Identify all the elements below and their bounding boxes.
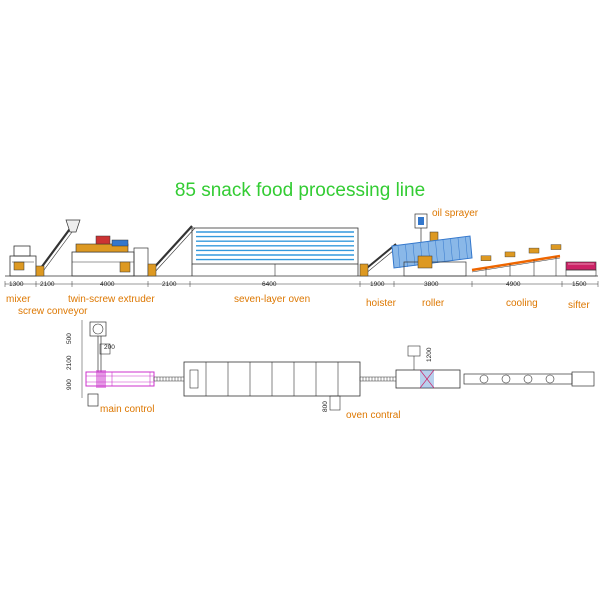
dim-mixer: 1300 bbox=[9, 281, 24, 288]
dim-screw-conveyor: 2100 bbox=[40, 281, 55, 288]
dim-roller: 3800 bbox=[424, 281, 439, 288]
sifter-machine bbox=[565, 261, 597, 277]
label-twin-screw-extruder: twin-screw extruder bbox=[68, 294, 155, 305]
roller-stripe bbox=[405, 244, 408, 268]
dim-plan-1200: 1200 bbox=[426, 347, 433, 362]
label-screw-conveyor: screw conveyor bbox=[18, 306, 88, 317]
dim-sifter: 1500 bbox=[572, 281, 587, 288]
label-hoister: hoister bbox=[366, 298, 397, 309]
plan-cooling bbox=[463, 371, 595, 387]
cooling-fan bbox=[504, 251, 516, 258]
mixer-machine bbox=[9, 245, 37, 277]
dim-plan-2100: 2100 bbox=[66, 355, 73, 370]
roller-stripe bbox=[442, 239, 446, 263]
dim-extruder: 4000 bbox=[100, 281, 115, 288]
roller-stripe bbox=[465, 236, 468, 260]
roller-stripe bbox=[435, 240, 438, 264]
diagram-title: 85 snack food processing line bbox=[174, 180, 426, 201]
roller-machine bbox=[391, 235, 473, 277]
label-roller: roller bbox=[422, 298, 445, 309]
label-mixer: mixer bbox=[6, 294, 31, 305]
screw-conveyor-machine bbox=[35, 219, 81, 277]
dim-plan-900: 900 bbox=[66, 379, 73, 390]
fan-circle bbox=[545, 374, 555, 384]
plan-roller bbox=[395, 345, 461, 389]
dim-plan-200: 200 bbox=[104, 344, 115, 351]
cooling-fan bbox=[550, 244, 562, 250]
label-seven-layer-oven: seven-layer oven bbox=[234, 294, 311, 305]
feed-conveyor-machine bbox=[147, 225, 196, 277]
fan-circle bbox=[501, 374, 511, 384]
twin-screw-extruder-machine bbox=[71, 235, 149, 277]
seven-layer-oven-machine bbox=[191, 227, 359, 276]
cooling-conveyor-machine bbox=[471, 244, 562, 276]
label-cooling: cooling bbox=[506, 298, 538, 309]
cooling-fan bbox=[480, 255, 492, 261]
dim-plan-800: 800 bbox=[322, 401, 329, 412]
dim-feed-conveyor: 2100 bbox=[162, 281, 177, 288]
cooling-fan bbox=[528, 247, 540, 254]
label-oil-sprayer: oil sprayer bbox=[432, 208, 479, 219]
plan-main-control-box bbox=[87, 393, 99, 407]
label-sifter: sifter bbox=[568, 300, 590, 311]
roller-stripe bbox=[450, 238, 453, 262]
plan-mixer bbox=[89, 321, 111, 372]
dim-plan-500: 500 bbox=[66, 333, 73, 344]
plan-oven-control-box bbox=[329, 395, 341, 411]
dim-hoister: 1900 bbox=[370, 281, 385, 288]
fan-circle bbox=[479, 374, 489, 384]
roller-stripe bbox=[457, 237, 461, 261]
plan-extruder bbox=[85, 370, 155, 388]
dim-oven: 6400 bbox=[262, 281, 277, 288]
dim-cooling: 4900 bbox=[506, 281, 521, 288]
plan-oven bbox=[183, 361, 361, 397]
fan-circle bbox=[523, 374, 533, 384]
label-oven-control: oven contral bbox=[346, 410, 401, 421]
roller-stripe bbox=[397, 245, 401, 269]
label-main-control: main control bbox=[100, 404, 155, 415]
